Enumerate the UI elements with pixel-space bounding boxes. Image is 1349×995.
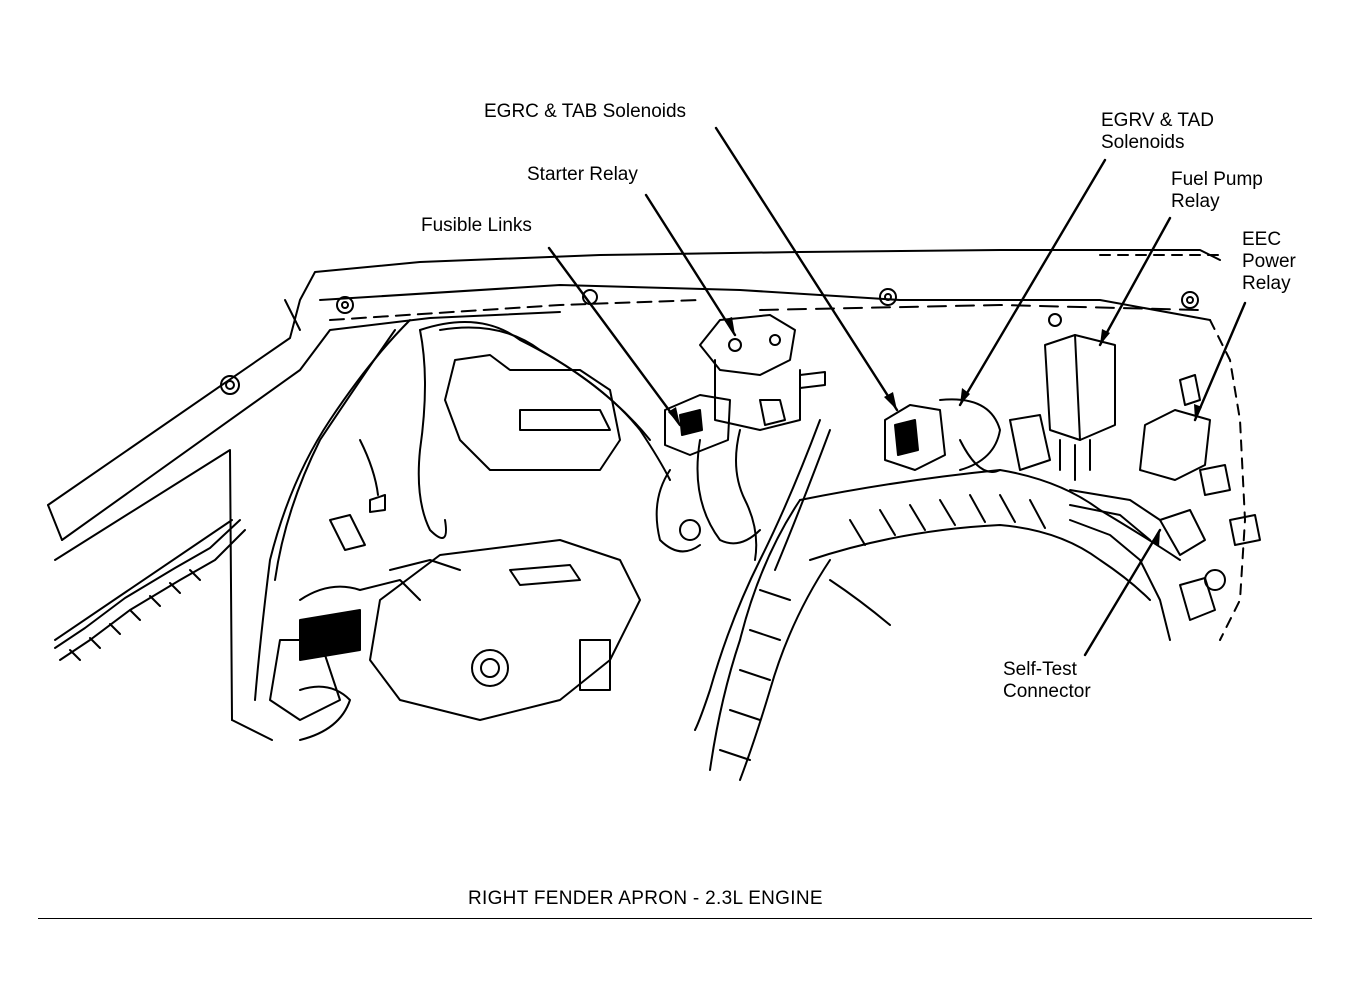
label-line: Power: [1242, 251, 1296, 272]
leader-fuel-pump-relay: [1098, 216, 1172, 347]
fender-apron-outline: [47, 249, 1246, 741]
leader-egrc-tab: [714, 126, 899, 412]
fuel-pump-relay-shape: [1044, 334, 1116, 481]
main-wiring-harness: [694, 419, 1181, 781]
label-line: EGRV & TAD: [1101, 110, 1214, 131]
label-egrc-tab-solenoids: EGRC & TAB Solenoids: [484, 101, 686, 123]
bolt-icons: [220, 288, 1199, 395]
label-line: Starter Relay: [527, 164, 638, 185]
leader-arrowheads: [668, 317, 1202, 547]
battery-tray: [269, 354, 641, 741]
leader-eec-power-relay: [1193, 301, 1247, 422]
self-test-connector-shape: [1159, 509, 1261, 621]
label-line: Relay: [1171, 191, 1220, 212]
leader-self-test: [1083, 528, 1162, 657]
leader-fusible-links: [547, 246, 682, 427]
caption-divider: [38, 918, 1312, 919]
label-line: Fusible Links: [421, 215, 532, 236]
label-line: EGRC & TAB Solenoids: [484, 101, 687, 122]
label-self-test-connector: Self-Test Connector: [1003, 659, 1091, 703]
label-line: Solenoids: [1101, 132, 1185, 153]
left-wiring-harness: [54, 319, 671, 701]
label-egrv-tad-solenoids: EGRV & TAD Solenoids: [1101, 110, 1214, 154]
egrv-tad-solenoids-shape: [884, 398, 1051, 473]
starter-relay-shape: [699, 314, 826, 431]
label-fusible-links: Fusible Links: [421, 215, 532, 237]
leader-starter-relay: [644, 193, 737, 337]
eec-power-relay-shape: [1139, 374, 1231, 496]
leader-egrv-tad: [958, 158, 1107, 407]
label-eec-power-relay: EEC Power Relay: [1242, 229, 1296, 295]
label-line: EEC: [1242, 229, 1282, 250]
label-starter-relay: Starter Relay: [527, 164, 638, 186]
label-line: Self-Test: [1003, 659, 1077, 680]
egrc-tab-solenoids-shape: [655, 394, 761, 561]
label-fuel-pump-relay: Fuel Pump Relay: [1171, 169, 1263, 213]
label-line: Relay: [1242, 273, 1291, 294]
figure-caption: RIGHT FENDER APRON - 2.3L ENGINE: [468, 888, 823, 909]
label-line: Fuel Pump: [1171, 169, 1263, 190]
leader-lines: [547, 126, 1247, 657]
label-line: Connector: [1003, 681, 1091, 702]
